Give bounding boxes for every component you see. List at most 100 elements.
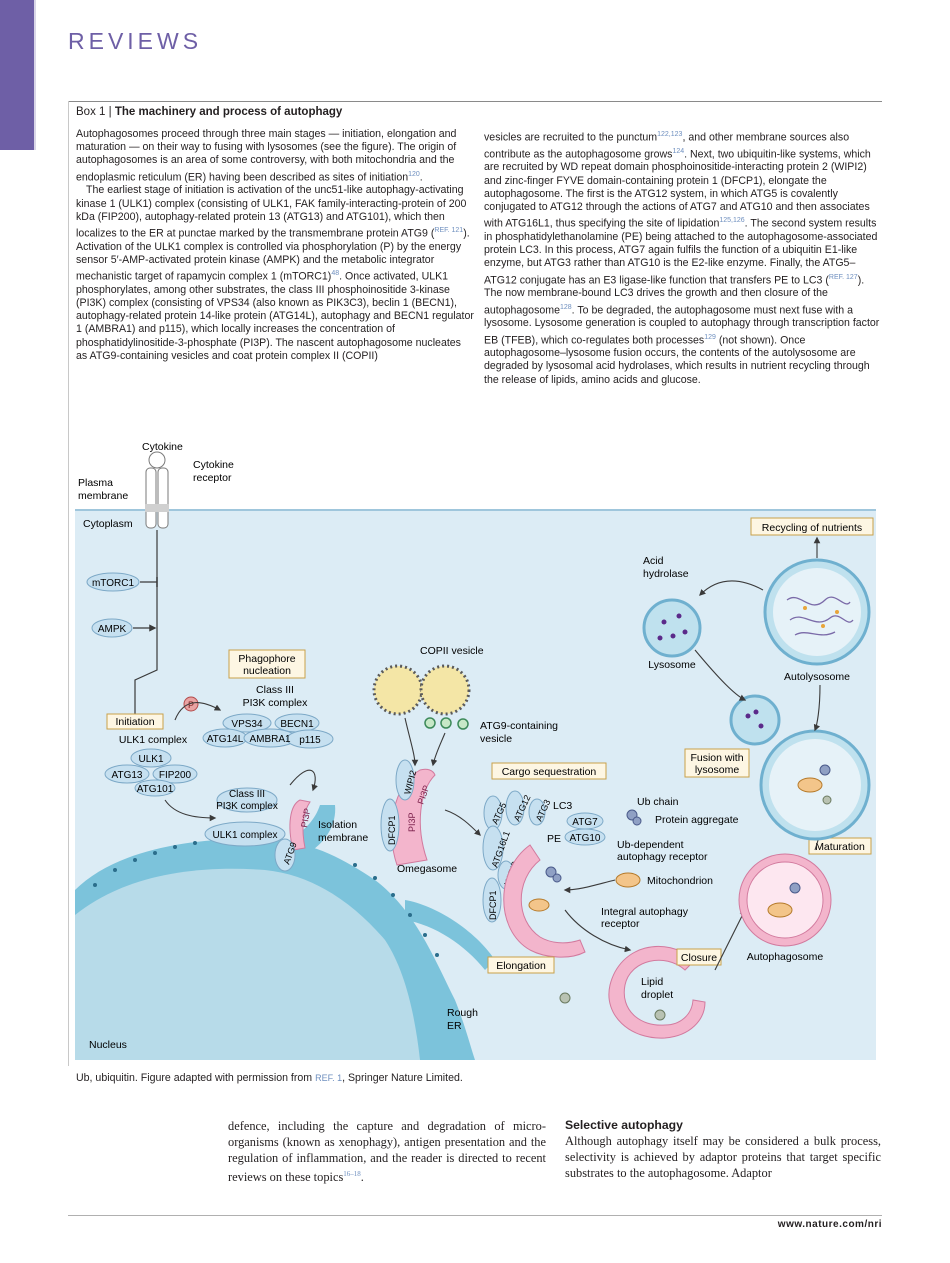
section-tab-edge [34, 0, 36, 150]
body-paragraph: Although autophagy itself may be conside… [565, 1134, 881, 1180]
fip200-label: FIP200 [159, 770, 192, 781]
body-right-column: Selective autophagy Although autophagy i… [565, 1117, 881, 1181]
lipid-droplet [654, 1009, 666, 1021]
acid-hydrolase-label-1: Acid [643, 555, 664, 567]
box-paragraph-3: vesicles are recruited to the punctum122… [484, 131, 880, 386]
autophagy-figure: Cytokine Cytokine receptor Plasma membra… [75, 441, 876, 1060]
citation[interactable]: 48 [331, 270, 340, 278]
ub-receptor-label-1: Ub-dependent [617, 839, 684, 851]
pe-label: PE [547, 833, 561, 845]
fusion-label-2: lysosome [695, 764, 740, 776]
p115-label: p115 [299, 735, 321, 746]
atg9-vesicles [424, 717, 469, 730]
becn1-label: BECN1 [280, 719, 314, 730]
atg-conjugation-proteins [482, 790, 606, 923]
cytokine-receptor-label-2: receptor [193, 472, 232, 484]
atg9-vesicle-label-1: ATG9-containing [480, 720, 558, 732]
elongating-phagophore [503, 844, 586, 958]
ulk1-complex [104, 748, 198, 797]
mitochondrion-label: Mitochondrion [647, 875, 713, 887]
fusion-box [684, 748, 750, 778]
cargo-mitochondrion [528, 872, 641, 912]
atg10-label: ATG10 [570, 833, 601, 844]
autolysosome-label: Autolysosome [784, 671, 850, 683]
integral-receptor-label-2: receptor [601, 918, 640, 930]
copii-vesicle-label: COPII vesicle [420, 645, 484, 657]
citation[interactable]: 122,123 [657, 131, 683, 138]
ulk1-complex-small-label: ULK1 complex [212, 830, 277, 841]
initiation-label: Initiation [115, 716, 154, 728]
integral-receptor-label-1: Integral autophagy [601, 906, 689, 918]
citation[interactable]: 124 [672, 147, 685, 155]
isolation-membrane-label-2: membrane [318, 832, 368, 844]
fusion-label-1: Fusion with [690, 752, 743, 764]
lysosome [642, 598, 702, 658]
isolation-membrane-label-1: Isolation [318, 819, 357, 831]
class3-small-label-2: PI3K complex [216, 801, 278, 812]
initiation-box [106, 713, 164, 730]
acid-hydrolase-label-2: hydrolase [643, 568, 689, 580]
cytokine-receptor-label-1: Cytokine [193, 459, 234, 471]
citation[interactable]: 128 [559, 303, 572, 311]
cargo-sequestration-label: Cargo sequestration [502, 766, 597, 778]
atg9-vesicle-label-2: vesicle [480, 733, 512, 745]
section-heading: Selective autophagy [565, 1118, 683, 1132]
box-title: Box 1 | The machinery and process of aut… [76, 106, 342, 118]
ampk-node [91, 618, 133, 638]
cytoplasm-label: Cytoplasm [83, 518, 133, 530]
phagophore-nucleation-label-1: Phagophore [238, 653, 295, 665]
lipid-droplet-label-2: droplet [641, 989, 673, 1001]
atg9-node [274, 838, 296, 872]
pi3k-complex [202, 713, 334, 749]
er-complex [204, 787, 286, 847]
cargo-sequestration-box [491, 762, 607, 780]
rough-er-label-2: ER [447, 1020, 462, 1032]
pi3p-label-2: PI3P [407, 812, 417, 832]
ulk1-complex-label: ULK1 complex [119, 734, 188, 746]
citation[interactable]: 129 [704, 333, 716, 341]
mtorc1-label: mTORC1 [92, 578, 134, 589]
ub-receptor-label-2: autophagy receptor [617, 851, 708, 863]
box-heading: The machinery and process of autophagy [114, 106, 343, 118]
box-paragraph-1: Autophagosomes proceed through three mai… [76, 128, 457, 184]
class3-label-2: PI3K complex [243, 697, 309, 709]
protein-aggregate-label: Protein aggregate [655, 814, 739, 826]
copii-vesicles [372, 664, 471, 716]
isolation-membrane [289, 799, 311, 851]
autophagosome-label: Autophagosome [747, 951, 824, 963]
cytokine-receptor [145, 451, 169, 529]
ub-aggregates [545, 809, 642, 883]
ampk-label: AMPK [98, 624, 127, 635]
atg14l-label: ATG14L [207, 734, 244, 745]
citation[interactable]: 16–18 [343, 1170, 361, 1178]
footer-url[interactable]: www.nature.com/nri [777, 1219, 882, 1230]
box-left-rule [68, 101, 69, 1066]
nucleus-label: Nucleus [89, 1039, 127, 1051]
box-text-right-column: vesicles are recruited to the punctum122… [484, 128, 880, 387]
class3-small-label-1: Class III [229, 789, 265, 800]
citation[interactable]: 125,126 [719, 217, 745, 225]
footer-rule [68, 1215, 882, 1216]
body-paragraph: defence, including the capture and degra… [228, 1119, 546, 1185]
cytokine-label: Cytokine [142, 441, 183, 453]
pi3p-label-1: PI3P [299, 807, 312, 828]
fusing-lysosome [729, 694, 781, 746]
recycling-label: Recycling of nutrients [762, 522, 862, 534]
box-separator: | [108, 106, 112, 118]
closure-label: Closure [681, 952, 717, 964]
class3-label-1: Class III [256, 684, 294, 696]
citation[interactable]: REF. 121 [434, 226, 464, 234]
phosphate-icon [183, 696, 199, 712]
atg101-label: ATG101 [137, 784, 174, 795]
citation[interactable]: 120 [408, 170, 420, 178]
citation[interactable]: REF. 1 [315, 1073, 343, 1083]
maturation-label: Maturation [815, 841, 865, 853]
dfcp1-label-2: DFCP1 [488, 890, 498, 920]
plasma-membrane-label-1: Plasma [78, 477, 113, 489]
citation[interactable]: REF. 127 [828, 273, 858, 281]
ub-chain-label: Ub chain [637, 796, 679, 808]
section-header: REVIEWS [68, 28, 203, 54]
maturation-box [808, 837, 872, 855]
lysosome-label: Lysosome [648, 659, 696, 671]
wipi2-node [395, 759, 415, 801]
